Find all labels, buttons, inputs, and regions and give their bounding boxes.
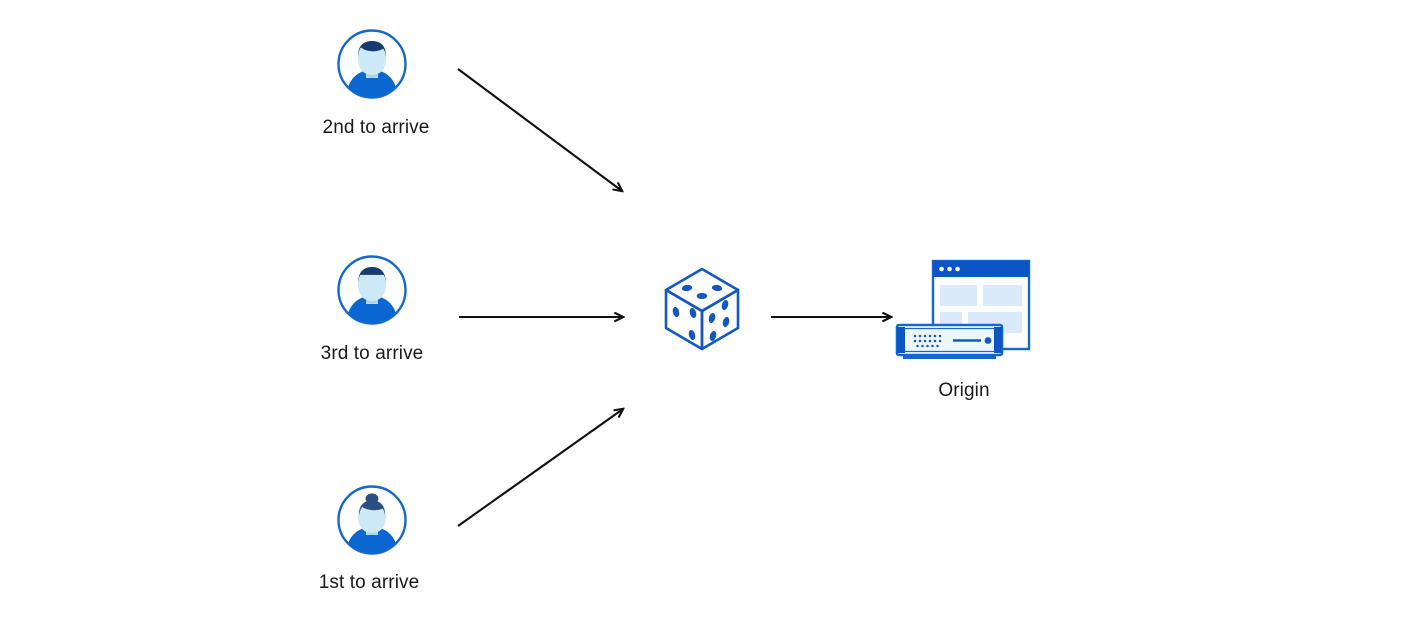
origin-node[interactable] [893, 256, 1038, 366]
user-avatar-icon [337, 29, 407, 99]
client-label-first: 1st to arrive [318, 572, 420, 593]
client-node-second[interactable] [336, 28, 408, 100]
arrow-second-to-dice [457, 68, 622, 191]
randomizer-node[interactable] [662, 266, 742, 352]
arrow-first-to-dice [457, 409, 623, 527]
client-node-first[interactable] [336, 484, 408, 556]
server-device-icon [895, 323, 1004, 359]
client-label-second: 2nd to arrive [322, 117, 430, 138]
client-node-third[interactable] [336, 254, 408, 326]
dice-icon [664, 267, 740, 351]
user-avatar-icon [337, 255, 407, 325]
user-avatar-icon [337, 485, 407, 555]
origin-server-icon [895, 259, 1031, 359]
origin-label: Origin [938, 380, 990, 401]
client-label-third: 3rd to arrive [320, 343, 424, 364]
